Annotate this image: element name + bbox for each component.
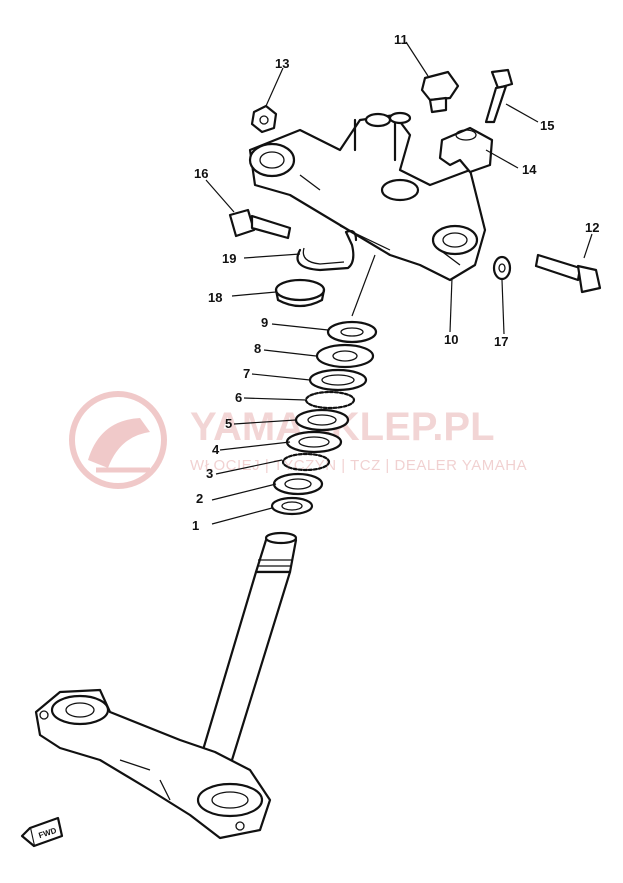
- callout-7: 7: [243, 366, 250, 381]
- bolt-16: [228, 208, 292, 240]
- callout-5: 5: [225, 416, 232, 431]
- callout-18: 18: [208, 290, 222, 305]
- leader-lines: [205, 41, 593, 525]
- watermark-logo: [69, 391, 167, 489]
- callout-2: 2: [196, 491, 203, 506]
- part-8-washer: [315, 343, 375, 369]
- bolt-15: [484, 68, 514, 124]
- callout-4: 4: [212, 442, 220, 457]
- part-1-seal: [270, 496, 314, 516]
- fwd-badge: FWD: [20, 816, 64, 848]
- part-4-race: [285, 430, 343, 454]
- steering-stem: [198, 531, 298, 762]
- callout-3: 3: [206, 466, 213, 481]
- callout-8: 8: [254, 341, 261, 356]
- bolt-11: [420, 70, 460, 114]
- callout-15: 15: [540, 118, 554, 133]
- callout-labels: 1 2 3 4 5 6 7 8 9 10 11 12 13 14 15 16 1…: [192, 32, 599, 533]
- bolt-12: [534, 253, 602, 294]
- upper-bracket: [248, 111, 487, 282]
- callout-14: 14: [522, 162, 537, 177]
- handlebar-clamp: [438, 126, 494, 174]
- callout-19: 19: [222, 251, 236, 266]
- cover-18: [274, 278, 326, 308]
- callout-6: 6: [235, 390, 242, 405]
- nut-13: [250, 104, 278, 134]
- under-bracket: [34, 688, 272, 840]
- watermark: YAMASKLEP.PL WŁOCIEJ | TYCZYN | TCZ | DE…: [69, 391, 527, 489]
- callout-10: 10: [444, 332, 458, 347]
- part-7-race: [308, 368, 368, 392]
- bearing-stack: [270, 320, 378, 516]
- clip-19: [296, 229, 358, 272]
- watermark-subtitle: WŁOCIEJ | TYCZYN | TCZ | DEALER YAMAHA: [190, 457, 527, 474]
- callout-9: 9: [261, 315, 268, 330]
- part-9-nut: [326, 320, 378, 344]
- callout-16: 16: [194, 166, 208, 181]
- callout-13: 13: [275, 56, 289, 71]
- washer-17: [492, 255, 512, 281]
- callout-17: 17: [494, 334, 508, 349]
- callout-11: 11: [394, 32, 408, 47]
- part-2-race: [272, 472, 324, 496]
- callout-1: 1: [192, 518, 199, 533]
- callout-12: 12: [585, 220, 599, 235]
- part-5-race: [294, 408, 350, 432]
- part-3-balls: [281, 452, 331, 472]
